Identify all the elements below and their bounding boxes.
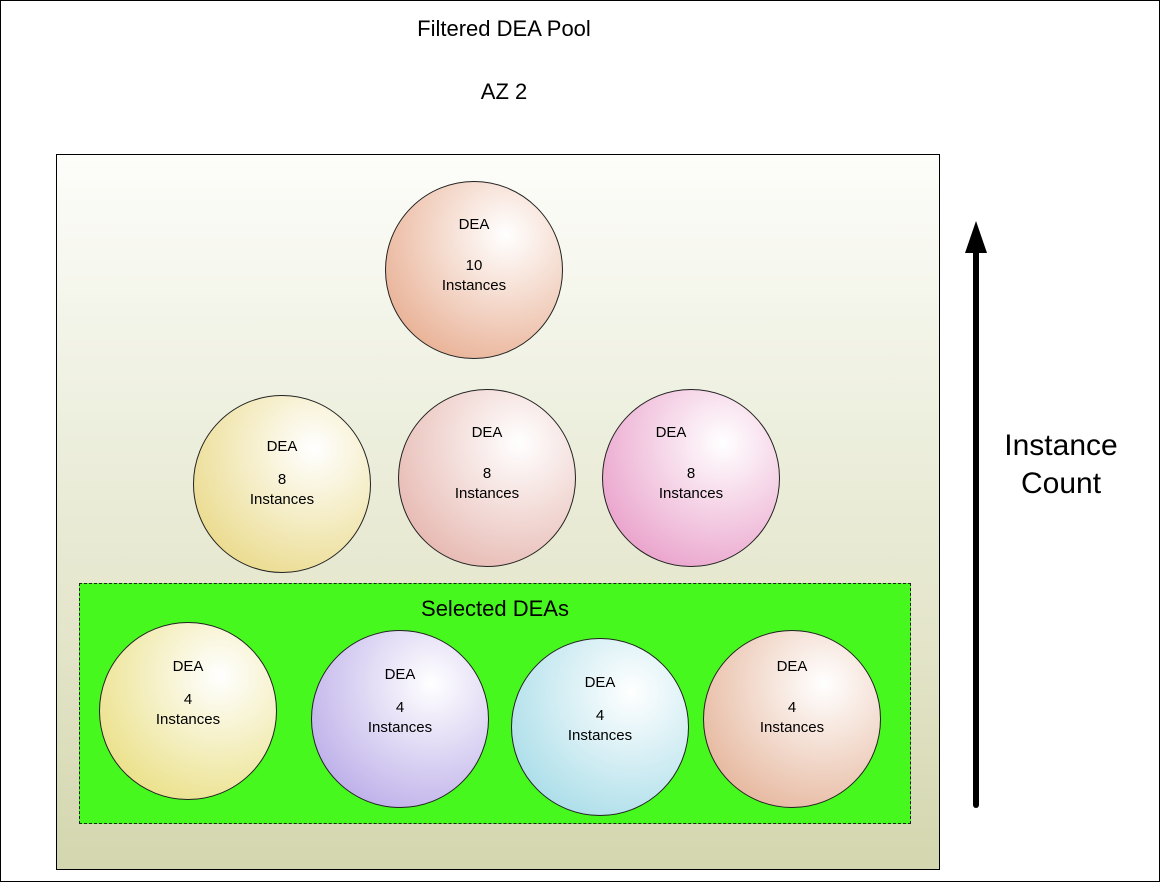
dea-name: DEA — [384, 666, 416, 683]
dea-name: DEA — [776, 658, 808, 675]
dea-name: DEA — [458, 216, 490, 233]
dea-name: DEA — [655, 424, 687, 441]
dea-name: DEA — [471, 424, 503, 441]
dea-name: DEA — [584, 674, 616, 691]
dea-name: DEA — [266, 438, 298, 455]
up-arrow-icon — [965, 221, 987, 808]
availability-zone-label: AZ 2 — [480, 79, 528, 104]
dea-name: DEA — [172, 658, 204, 675]
diagram-title: Filtered DEA Pool — [417, 16, 591, 41]
selected-deas-label: Selected DEAs — [421, 596, 569, 621]
